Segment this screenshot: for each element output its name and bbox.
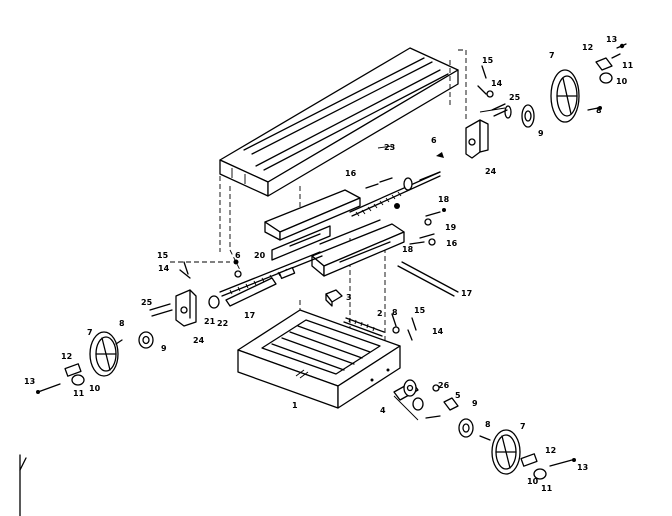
label-14-mid: 14: [432, 327, 444, 336]
upper-right-handle-parts: [587, 43, 627, 111]
leadscrew-2: [343, 317, 385, 337]
bottom-right-handwheel: [458, 418, 576, 480]
part-labels: 23 15 14 25 7 13 12 11 10 9 8 6 24 16 18…: [24, 35, 634, 493]
label-1: 1: [292, 401, 298, 410]
top-table: [219, 47, 459, 197]
label-11-left: 11: [73, 389, 85, 398]
label-13-bottom: 13: [577, 463, 588, 472]
base-screws: [391, 313, 417, 341]
label-19: 19: [445, 223, 457, 232]
label-11-top: 11: [622, 61, 634, 70]
label-16-top: 16: [345, 169, 357, 178]
label-6-top: 6: [431, 136, 437, 145]
label-12-bottom: 12: [545, 446, 556, 455]
small-block-3: [325, 289, 343, 307]
label-14-top: 14: [491, 79, 503, 88]
label-4: 4: [380, 406, 386, 415]
label-10-top: 10: [616, 77, 628, 86]
label-8-bottom: 8: [485, 420, 491, 429]
label-8-top: 8: [596, 106, 602, 115]
label-7-bottom: 7: [520, 422, 526, 431]
label-16-right: 16: [446, 239, 458, 248]
label-12-left: 12: [61, 352, 72, 361]
cross-slide: [264, 189, 405, 277]
label-15-mid: 15: [414, 306, 426, 315]
label-17-left: 17: [244, 311, 255, 320]
label-11-bottom: 11: [541, 484, 553, 493]
label-18-upper: 18: [438, 195, 450, 204]
label-25-left: 25: [141, 298, 153, 307]
label-15-top: 15: [482, 56, 494, 65]
label-15-left: 15: [157, 251, 169, 260]
base: [237, 309, 401, 409]
label-10-left: 10: [89, 384, 101, 393]
label-18-lower: 18: [402, 245, 414, 254]
rod-17: [397, 261, 459, 297]
label-9-top: 9: [538, 129, 544, 138]
label-21: 21: [204, 317, 216, 326]
bottom-bracket-4: [393, 379, 459, 421]
label-7-left: 7: [87, 328, 93, 337]
left-bracket: [175, 289, 220, 327]
label-17-right: 17: [461, 289, 472, 298]
upper-right-handwheel: [479, 69, 580, 128]
leadscrew-left: [219, 251, 323, 297]
label-9-left: 9: [161, 344, 167, 353]
left-screws: [149, 259, 242, 317]
label-10-bottom: 10: [527, 477, 539, 486]
upper-right-bracket: [465, 119, 489, 159]
label-5: 5: [455, 391, 461, 400]
label-14-left: 14: [158, 264, 170, 273]
label-22: 22: [217, 319, 228, 328]
label-26: 26: [438, 381, 450, 390]
label-24-top: 24: [485, 167, 497, 176]
top-screws: [477, 65, 508, 117]
label-7-top: 7: [549, 51, 555, 60]
label-20: 20: [254, 251, 266, 260]
left-handwheel: [36, 331, 154, 394]
gib-22: [225, 277, 277, 307]
leadscrew-upper: [349, 152, 444, 217]
label-25-top: 25: [509, 93, 521, 102]
label-9-bottom: 9: [472, 399, 478, 408]
label-23: 23: [384, 143, 395, 152]
label-24-left: 24: [193, 336, 205, 345]
label-2: 2: [377, 309, 383, 318]
label-12-top: 12: [582, 43, 593, 52]
label-8-left: 8: [119, 319, 125, 328]
label-8-mid: 8: [392, 308, 398, 317]
label-3: 3: [346, 293, 352, 302]
label-13-top: 13: [606, 35, 617, 44]
label-6-left: 6: [235, 251, 241, 260]
label-13-left: 13: [24, 377, 35, 386]
right-screws-18-19: [409, 208, 446, 246]
